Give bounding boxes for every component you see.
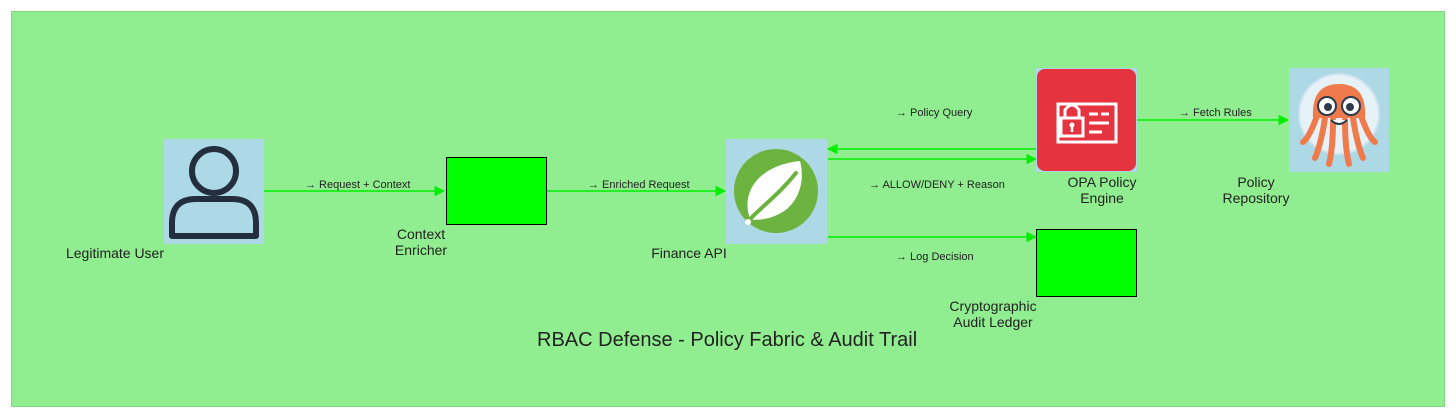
finance-api-node [726, 139, 827, 244]
audit-ledger-node [1036, 229, 1137, 297]
ledger-label-line2: Audit Ledger [953, 314, 1033, 330]
spring-leaf-icon [734, 149, 818, 233]
edge-label-allow-deny: → ALLOW/DENY + Reason [869, 179, 1005, 191]
edge-label-policy-query: → Policy Query [896, 107, 973, 119]
policy-repository-label: Policy Repository [1206, 174, 1306, 206]
ledger-label-line1: Cryptographic [949, 298, 1037, 314]
opa-policy-engine-node [1036, 68, 1137, 172]
legitimate-user-label: Legitimate User [65, 245, 165, 261]
context-enricher-label: Context Enricher [371, 226, 471, 258]
edge-label-log-decision: → Log Decision [896, 251, 974, 263]
user-icon [169, 146, 259, 239]
argo-octopus-icon [1298, 73, 1380, 167]
edge-label-request-context: → Request + Context [305, 179, 411, 191]
audit-ledger-label: Cryptographic Audit Ledger [943, 298, 1043, 330]
policy-id-card-icon [1037, 69, 1136, 171]
context-enricher-label-line2: Enricher [394, 242, 448, 258]
opa-label-line1: OPA Policy [1067, 174, 1137, 190]
context-enricher-label-line1: Context [396, 226, 446, 242]
finance-api-label: Finance API [651, 245, 727, 261]
diagram-title: RBAC Defense - Policy Fabric & Audit Tra… [537, 329, 918, 351]
edge-label-enriched-request: → Enriched Request [588, 179, 690, 191]
repo-label-line2: Repository [1222, 190, 1290, 206]
policy-repository-node [1289, 68, 1389, 172]
context-enricher-node [446, 157, 547, 225]
repo-label-line1: Policy [1237, 174, 1275, 190]
opa-policy-engine-label: OPA Policy Engine [1052, 174, 1152, 206]
edge-label-fetch-rules: → Fetch Rules [1179, 107, 1252, 119]
legitimate-user-node [164, 139, 264, 244]
opa-label-line2: Engine [1080, 190, 1124, 206]
